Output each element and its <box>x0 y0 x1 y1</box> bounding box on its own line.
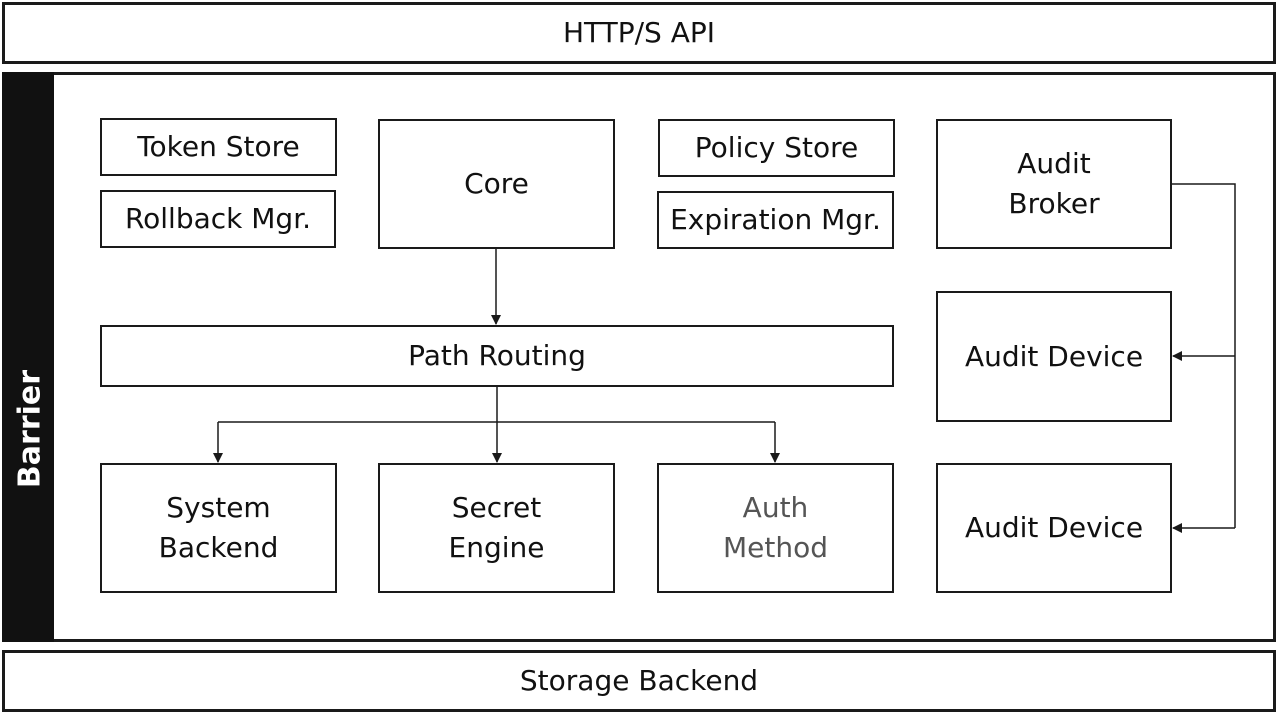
secret-engine-box: Secret Engine <box>378 463 615 593</box>
barrier-band: Barrier <box>2 72 54 642</box>
system-backend-box: System Backend <box>100 463 337 593</box>
secret-engine-label-line1: Secret <box>451 491 542 524</box>
path-routing-box: Path Routing <box>100 325 894 387</box>
http-api-label: HTTP/S API <box>562 16 716 49</box>
expiration-mgr-label: Expiration Mgr. <box>670 203 881 236</box>
audit-broker-box: Audit Broker <box>936 119 1172 249</box>
audit-broker-label-line2: Broker <box>1008 187 1100 220</box>
auth-method-label-line1: Auth <box>742 491 809 524</box>
storage-backend-label: Storage Backend <box>519 664 759 697</box>
auth-method-label-line2: Method <box>722 531 828 564</box>
secret-engine-label-line2: Engine <box>448 531 545 564</box>
policy-store-box: Policy Store <box>658 119 895 177</box>
system-backend-label-line2: Backend <box>158 531 279 564</box>
auth-method-box: Auth Method <box>657 463 894 593</box>
expiration-mgr-box: Expiration Mgr. <box>657 191 894 249</box>
storage-backend-layer: Storage Backend <box>2 650 1276 712</box>
policy-store-label: Policy Store <box>694 131 859 164</box>
system-backend-label-line1: System <box>166 491 271 524</box>
token-store-label: Token Store <box>137 130 300 163</box>
audit-device-box-1: Audit Device <box>936 291 1172 422</box>
path-routing-label: Path Routing <box>408 339 586 372</box>
core-box: Core <box>378 119 615 249</box>
barrier-label: Barrier <box>12 369 48 489</box>
token-store-box: Token Store <box>100 118 337 176</box>
audit-device-label-2: Audit Device <box>964 511 1144 544</box>
rollback-mgr-label: Rollback Mgr. <box>124 202 312 235</box>
core-label: Core <box>464 167 529 200</box>
audit-device-box-2: Audit Device <box>936 463 1172 593</box>
http-api-layer: HTTP/S API <box>2 2 1276 64</box>
audit-broker-label-line1: Audit <box>1017 147 1091 180</box>
audit-device-label-1: Audit Device <box>964 339 1144 373</box>
rollback-mgr-box: Rollback Mgr. <box>100 190 336 248</box>
